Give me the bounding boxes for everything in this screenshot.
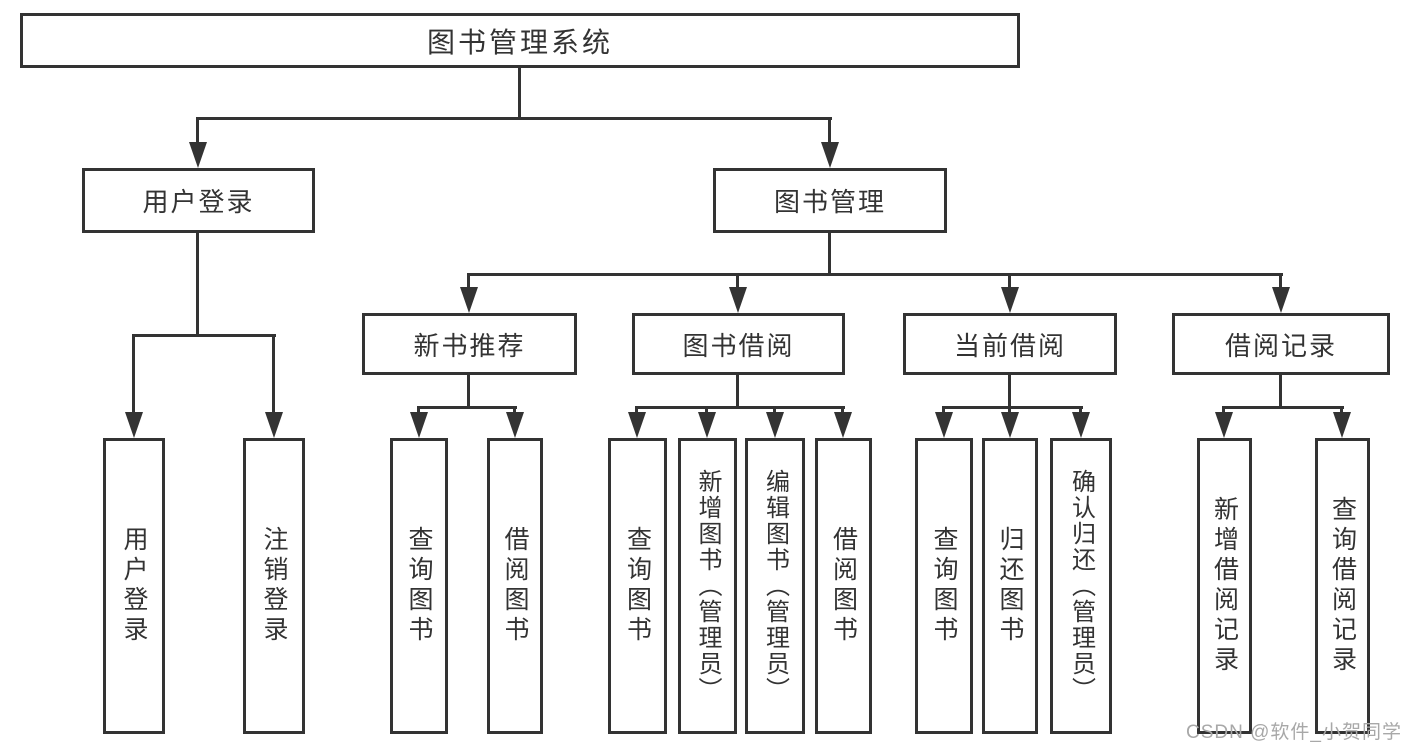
arrowhead-down-icon: [628, 412, 646, 438]
node-label: 用户登录: [120, 526, 148, 646]
arrowhead-down-icon: [766, 412, 784, 438]
connector-leaf-drop: [1222, 406, 1225, 415]
connector-leaf-drop: [272, 334, 275, 414]
node-label: 图书管理: [773, 187, 886, 217]
connector-new-book-stem: [467, 375, 470, 409]
node-label: 确认归还（管理员）: [1067, 469, 1095, 703]
leaf-query-books-current: 查询图书: [915, 438, 973, 734]
connector-user-login-crossbar: [132, 334, 276, 337]
connector-user-login-drop: [196, 117, 199, 144]
leaf-add-book-admin: 新增图书（管理员）: [678, 438, 737, 734]
arrowhead-down-icon: [410, 412, 428, 438]
connector-book-management-drop: [828, 117, 831, 144]
arrowhead-down-icon: [834, 412, 852, 438]
node-label: 归还图书: [996, 526, 1024, 646]
arrowhead-down-icon: [935, 412, 953, 438]
node-label: 图书借阅: [682, 330, 795, 361]
arrowhead-down-icon: [821, 142, 839, 168]
node-label: 用户登录: [142, 187, 255, 217]
arrowhead-down-icon: [1001, 412, 1019, 438]
leaf-edit-book-admin: 编辑图书（管理员）: [745, 438, 805, 734]
connector-book-borrow-stem: [736, 375, 739, 409]
connector-leaf-drop: [942, 406, 945, 415]
connector-leaf-drop: [705, 406, 708, 415]
arrowhead-down-icon: [729, 287, 747, 313]
leaf-user-login: 用户登录: [103, 438, 165, 734]
arrowhead-down-icon: [1272, 287, 1290, 313]
leaf-borrow-books-recommend: 借阅图书: [487, 438, 543, 734]
node-new-book-recommendation: 新书推荐: [362, 313, 577, 375]
arrowhead-down-icon: [265, 412, 283, 438]
leaf-add-borrow-record: 新增借阅记录: [1197, 438, 1252, 734]
leaf-query-books-borrow: 查询图书: [608, 438, 667, 734]
connector-current-borrow-stem: [1008, 375, 1011, 409]
arrowhead-down-icon: [1001, 287, 1019, 313]
node-label: 查询图书: [930, 526, 958, 646]
connector-level3-drop: [467, 273, 470, 289]
connector-leaf-drop: [417, 406, 420, 415]
connector-level3-drop: [1279, 273, 1282, 289]
leaf-borrow-books: 借阅图书: [815, 438, 872, 734]
leaf-query-borrow-record: 查询借阅记录: [1315, 438, 1370, 734]
node-label: 当前借阅: [953, 330, 1066, 361]
arrowhead-down-icon: [698, 412, 716, 438]
connector-level3-drop: [1008, 273, 1011, 289]
connector-new-book-crossbar: [417, 406, 517, 409]
leaf-confirm-return-admin: 确认归还（管理员）: [1050, 438, 1112, 734]
connector-book-management-stem: [828, 233, 831, 276]
connector-leaf-drop: [1079, 406, 1082, 415]
node-library-management-system: 图书管理系统: [20, 13, 1020, 68]
arrowhead-down-icon: [1215, 412, 1233, 438]
connector-root-crossbar: [196, 117, 832, 120]
connector-leaf-drop: [1340, 406, 1343, 415]
connector-leaf-drop: [132, 334, 135, 414]
node-label: 查询图书: [623, 526, 652, 646]
node-label: 新增借阅记录: [1210, 496, 1239, 676]
connector-current-borrow-crossbar: [942, 406, 1083, 409]
arrowhead-down-icon: [1333, 412, 1351, 438]
connector-book-borrow-crossbar: [635, 406, 845, 409]
node-label: 图书管理系统: [426, 26, 613, 58]
leaf-logout: 注销登录: [243, 438, 305, 734]
connector-leaf-drop: [841, 406, 844, 415]
node-label: 借阅记录: [1224, 330, 1337, 361]
node-book-borrowing: 图书借阅: [632, 313, 845, 375]
leaf-query-books-recommend: 查询图书: [390, 438, 448, 734]
arrowhead-down-icon: [460, 287, 478, 313]
arrowhead-down-icon: [125, 412, 143, 438]
arrowhead-down-icon: [1072, 412, 1090, 438]
node-user-login: 用户登录: [82, 168, 315, 233]
node-label: 新书推荐: [413, 330, 526, 361]
node-label: 注销登录: [260, 526, 288, 646]
node-label: 借阅图书: [829, 526, 858, 646]
connector-user-login-stem: [196, 233, 199, 337]
arrowhead-down-icon: [189, 142, 207, 168]
node-label: 查询借阅记录: [1328, 496, 1357, 676]
connector-root-stem: [518, 68, 521, 118]
arrowhead-down-icon: [506, 412, 524, 438]
connector-book-management-crossbar: [468, 273, 1283, 276]
node-book-management: 图书管理: [713, 168, 947, 233]
connector-leaf-drop: [635, 406, 638, 415]
connector-borrow-record-crossbar: [1222, 406, 1344, 409]
node-borrowing-records: 借阅记录: [1172, 313, 1390, 375]
node-label: 查询图书: [405, 526, 433, 646]
node-label: 新增图书（管理员）: [694, 469, 721, 703]
connector-leaf-drop: [513, 406, 516, 415]
watermark-text: CSDN @软件_小贺同学: [1186, 722, 1402, 743]
node-label: 借阅图书: [501, 526, 529, 646]
connector-leaf-drop: [1008, 406, 1011, 415]
connector-leaf-drop: [773, 406, 776, 415]
node-label: 编辑图书（管理员）: [761, 469, 789, 703]
leaf-return-books: 归还图书: [982, 438, 1038, 734]
connector-borrow-record-stem: [1279, 375, 1282, 409]
node-current-borrowing: 当前借阅: [903, 313, 1117, 375]
connector-level3-drop: [736, 273, 739, 289]
